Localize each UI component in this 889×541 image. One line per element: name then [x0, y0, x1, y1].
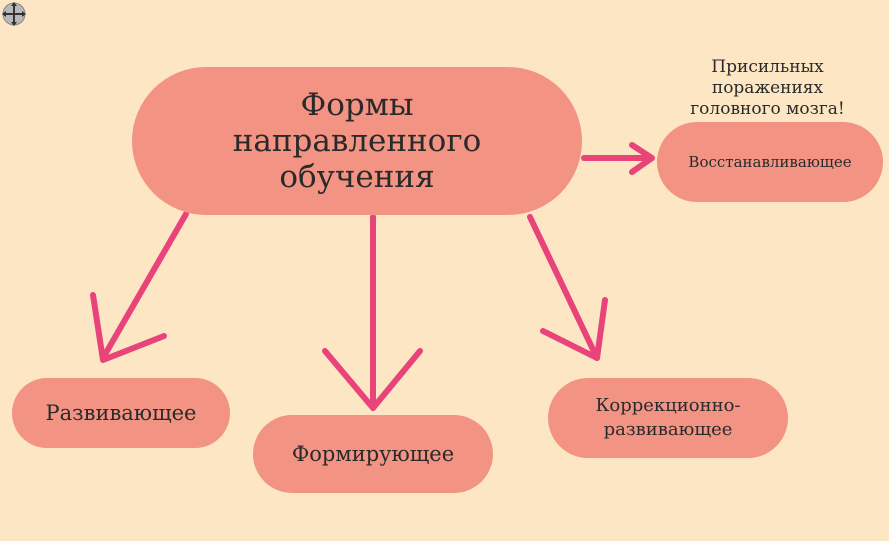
arrow-to-correct	[527, 214, 608, 361]
restore-node: Восстанавливающее	[657, 122, 883, 202]
develop-node-label: Развивающее	[45, 401, 197, 425]
restore-node-label: Восстанавливающее	[688, 153, 852, 171]
correct-node: Коррекционно- развивающее	[548, 378, 788, 458]
arrow-to-restore	[581, 142, 655, 175]
correct-node-label: Коррекционно- развивающее	[595, 395, 741, 440]
form-node: Формирующее	[253, 415, 493, 493]
form-node-label: Формирующее	[291, 442, 455, 466]
arrow-to-develop	[90, 211, 189, 363]
move-handle-icon[interactable]	[0, 0, 30, 30]
develop-node: Развивающее	[12, 378, 230, 448]
arrow-to-form	[322, 214, 423, 411]
main-node-label: Формы направленного обучения	[232, 87, 482, 195]
note-text: Присильных поражениях головного мозга!	[690, 57, 845, 119]
main-node: Формы направленного обучения	[132, 67, 582, 215]
